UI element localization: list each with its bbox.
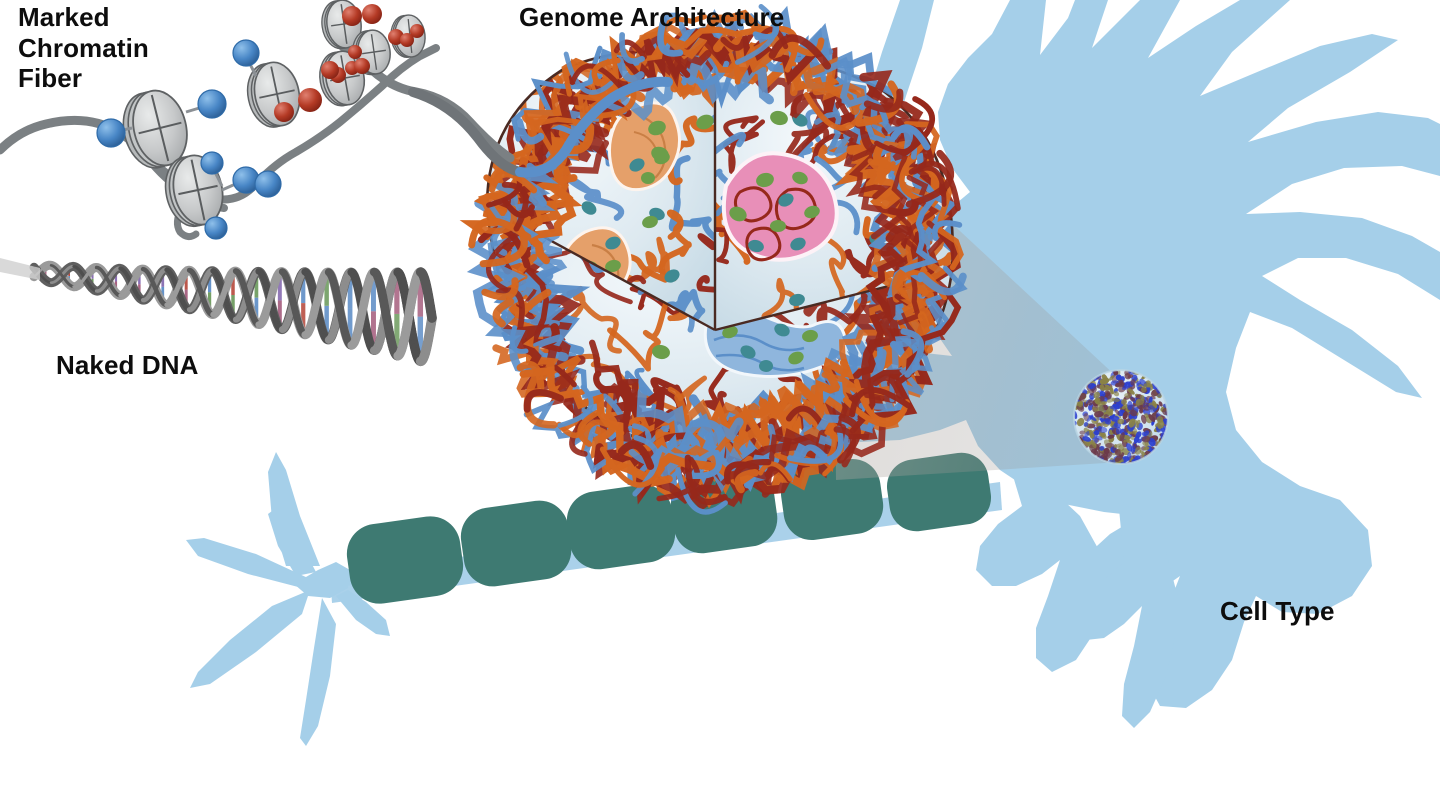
myelinated-axon (186, 452, 1002, 746)
label-cell-type: Cell Type (1220, 596, 1335, 626)
marked-chromatin-fiber (96, 0, 440, 241)
neuron-body-shape (800, 0, 1440, 708)
label-naked-dna: Naked DNA (56, 350, 199, 380)
nuclear-body-blue (703, 312, 847, 378)
fiber-to-nucleus-connector (0, 31, 673, 178)
histone-marks-blue (96, 39, 282, 240)
label-genome-architecture: Genome Architecture (519, 2, 785, 32)
cell-nucleus (1073, 369, 1169, 465)
genome-architecture-sphere (459, 4, 968, 515)
neuron-dendrite-lower-mid (1078, 498, 1176, 728)
chromatin-rim-outer (459, 4, 968, 515)
naked-dna-helix (0, 258, 437, 367)
neuron-dendrite-lower-left (976, 466, 1106, 672)
histone-marks-red (274, 4, 424, 122)
label-marked-chromatin-fiber: Marked Chromatin Fiber (18, 2, 149, 94)
linker-to-sphere (515, 76, 673, 178)
linker-transition (408, 87, 525, 177)
